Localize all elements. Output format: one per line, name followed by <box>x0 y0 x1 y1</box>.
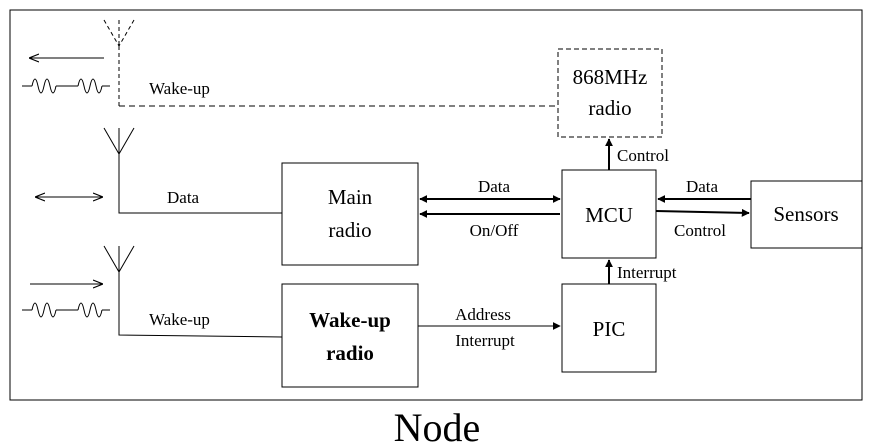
radio-868-label-2: radio <box>588 96 631 120</box>
signal-wave-icon <box>22 78 110 94</box>
label-control-up: Control <box>617 146 669 165</box>
diagram-caption: Node <box>394 405 481 445</box>
radio-868-label-1: 868MHz <box>573 65 648 89</box>
sensors-label: Sensors <box>773 202 838 226</box>
label-interrupt-up: Interrupt <box>617 263 677 282</box>
label-data-mid: Data <box>478 177 511 196</box>
radio-868-block <box>557 48 663 138</box>
mcu-block <box>561 169 657 259</box>
label-interrupt-bottom: Interrupt <box>455 331 515 350</box>
node-frame <box>9 9 863 401</box>
label-wakeup-top: Wake-up <box>149 79 210 98</box>
mcu-label: MCU <box>585 203 633 227</box>
label-data-right: Data <box>686 177 719 196</box>
antenna-main-icon <box>103 127 135 155</box>
label-control-right: Control <box>674 221 726 240</box>
main-radio-label-2: radio <box>328 218 371 242</box>
main-radio-label-1: Main <box>328 185 373 209</box>
wakeup-radio-label-1: Wake-up <box>309 308 391 332</box>
signal-wave-icon-bottom <box>22 302 110 318</box>
main-radio-block <box>281 162 419 266</box>
label-address: Address <box>455 305 511 324</box>
label-wakeup-bottom: Wake-up <box>149 310 210 329</box>
main-antenna-line <box>118 154 282 214</box>
wakeup-antenna-line <box>118 272 283 338</box>
control-sensors-line <box>655 208 750 217</box>
antenna-868-icon <box>103 19 135 47</box>
label-data-left: Data <box>167 188 200 207</box>
pic-block <box>561 283 657 373</box>
wakeup-radio-label-2: radio <box>326 341 374 365</box>
antenna-wakeup-icon <box>103 245 135 273</box>
wakeup-radio-block <box>281 283 419 388</box>
pic-label: PIC <box>593 317 626 341</box>
label-onoff: On/Off <box>470 221 519 240</box>
sensors-block <box>750 180 863 249</box>
